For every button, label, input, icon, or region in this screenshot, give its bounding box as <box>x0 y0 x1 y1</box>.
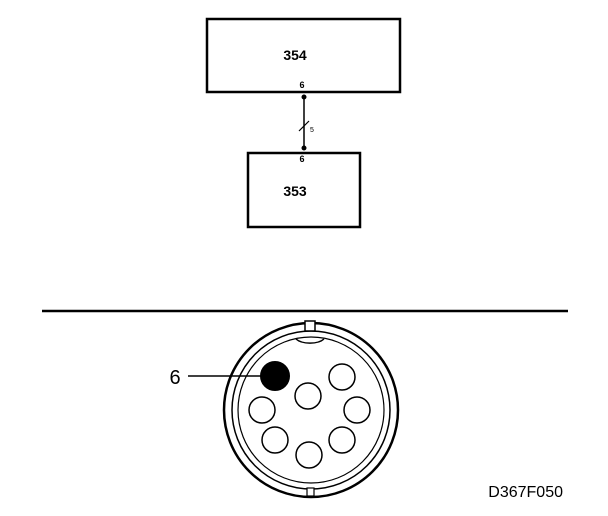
module-354-box <box>205 17 402 94</box>
connector-pin <box>328 426 356 454</box>
connector-top-notch <box>295 338 325 344</box>
pin-6-callout-label: 6 <box>169 367 180 389</box>
module-354-label: 354 <box>283 47 307 63</box>
connector-pin <box>343 396 371 424</box>
wire-terminal-bottom <box>301 145 307 151</box>
round-connector <box>222 320 400 499</box>
module-354-pin-label: 6 <box>299 80 304 90</box>
connector-top-key <box>304 320 316 332</box>
wire-slash-mark <box>298 120 310 132</box>
module-353-label: 353 <box>283 183 307 199</box>
module-353-box <box>246 151 362 229</box>
connector-pin <box>328 363 356 391</box>
wire-mark-label: 5 <box>310 127 314 134</box>
module-353-pin-label: 6 <box>299 154 304 164</box>
connector-pin <box>261 426 289 454</box>
connector-pin <box>295 441 323 469</box>
connector-bottom-key <box>306 487 315 497</box>
figure-code: D367F050 <box>488 484 563 501</box>
connector-face <box>237 336 385 484</box>
wire-terminal-top <box>301 94 307 100</box>
connector-pin <box>294 382 322 410</box>
connector-pin-6 <box>260 361 290 391</box>
connector-pin <box>248 396 276 424</box>
